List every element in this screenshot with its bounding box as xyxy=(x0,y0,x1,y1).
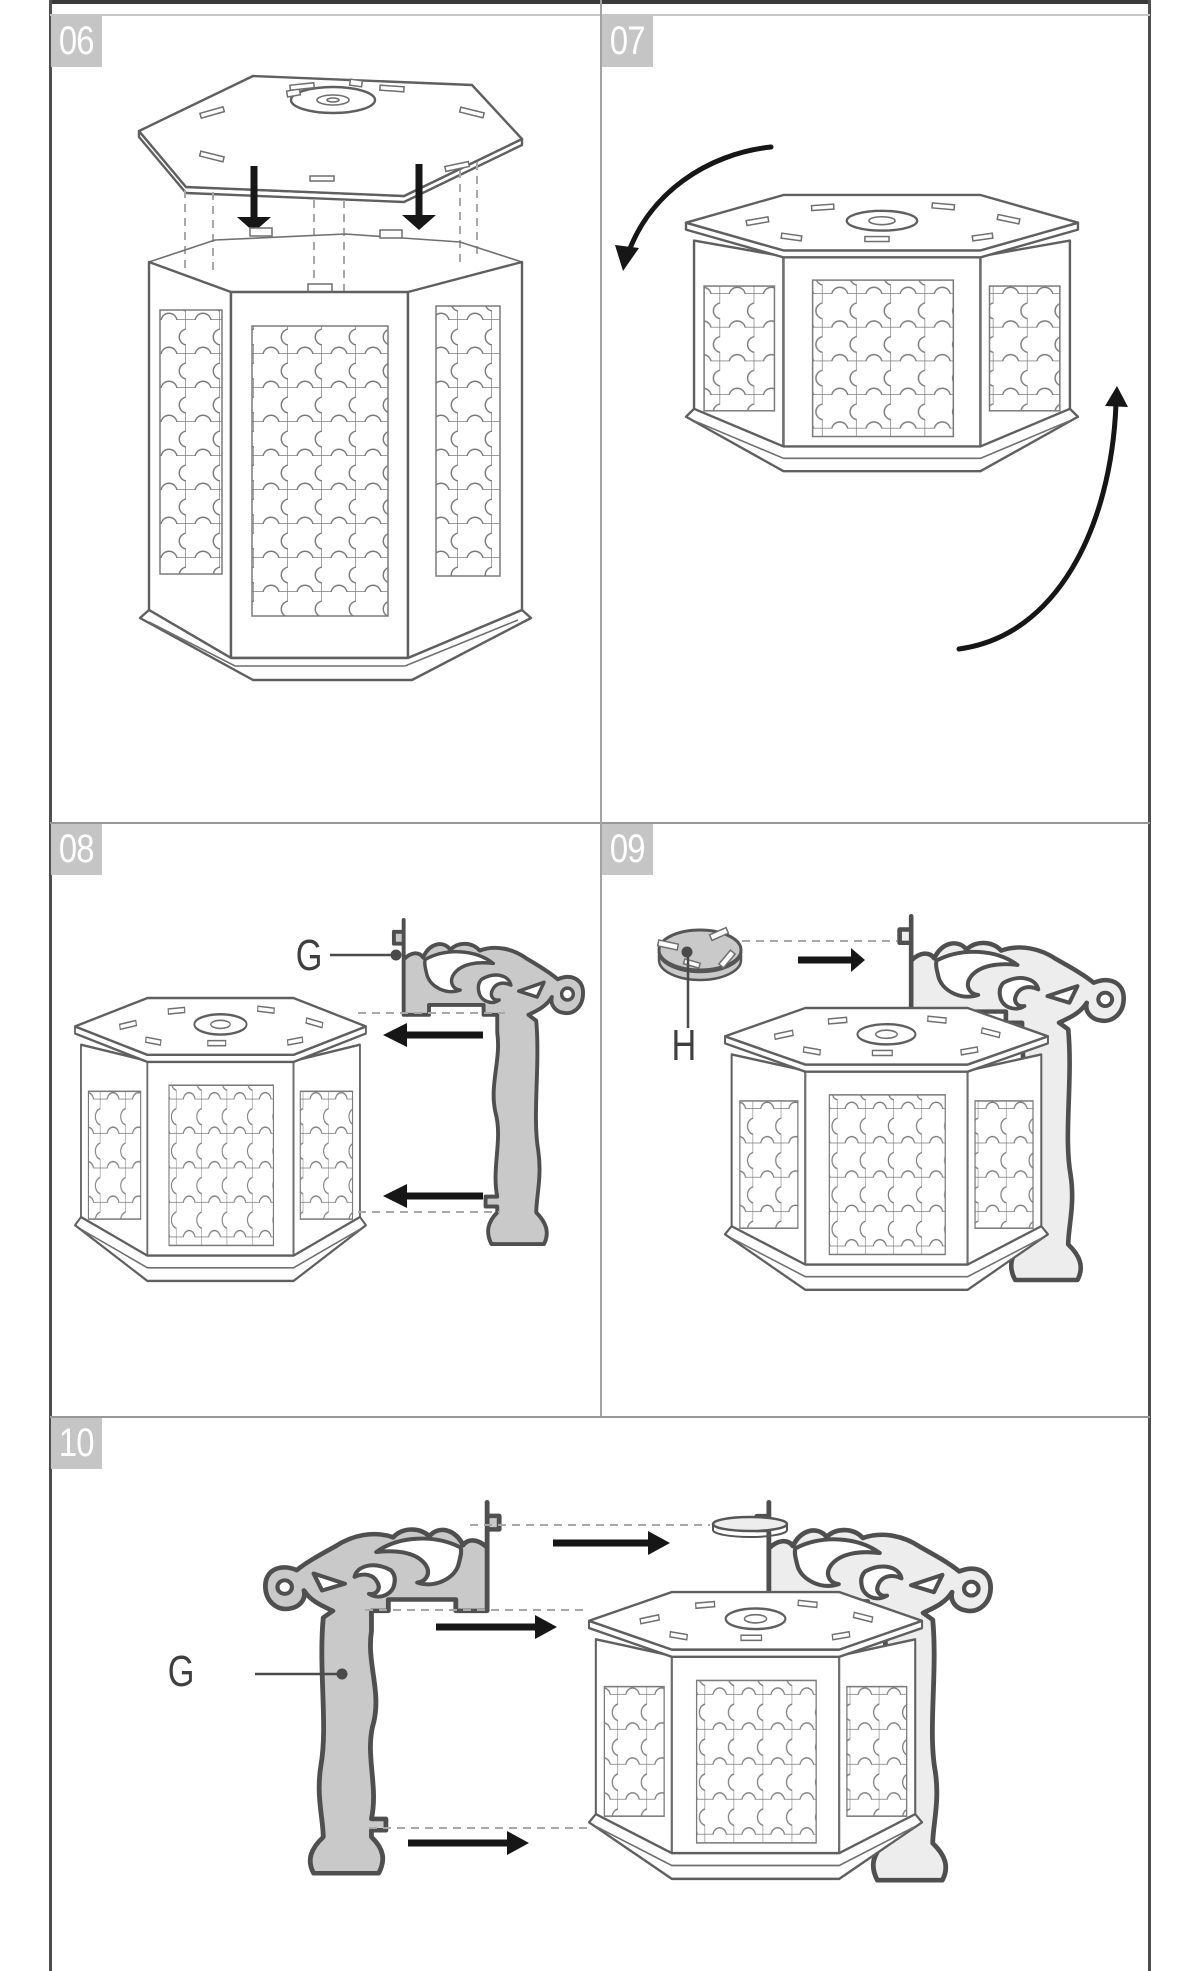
right-arrow-icon xyxy=(408,1831,529,1855)
right-arrow-icon xyxy=(553,1531,670,1555)
step-08-drawing xyxy=(73,918,586,1283)
row-divider-2 xyxy=(50,1416,1150,1418)
down-arrow-icon xyxy=(402,164,436,230)
step-07-panel: 07 xyxy=(601,14,1150,822)
step-07-drawing xyxy=(615,144,1128,652)
right-arrow-icon xyxy=(798,948,865,972)
part-g-leader-line xyxy=(330,949,402,961)
hex-lid xyxy=(137,74,524,204)
disc-part-h xyxy=(656,926,743,982)
step-number: 10 xyxy=(59,1421,95,1465)
alignment-dashed-lines xyxy=(358,1012,505,1213)
step-number-badge: 08 xyxy=(51,824,102,875)
alignment-dashed-lines xyxy=(365,1524,710,1829)
assembled-lantern xyxy=(723,1006,1050,1292)
part-label-g: G xyxy=(167,1647,195,1696)
step-09-panel: 09 xyxy=(601,824,1150,1416)
open-puzzle-box xyxy=(138,227,533,682)
column-divider-row1 xyxy=(600,0,602,822)
step-number: 09 xyxy=(610,827,646,871)
step-number-badge: 10 xyxy=(51,1418,102,1469)
step-number-badge: 06 xyxy=(51,16,102,67)
step-number: 07 xyxy=(610,19,646,63)
mounted-disc-h xyxy=(711,1515,789,1538)
down-arrow-icon xyxy=(237,166,271,232)
step-10-drawing xyxy=(255,1418,1150,1971)
bracket-part-g xyxy=(265,1502,499,1873)
step-06-drawing xyxy=(137,74,533,682)
step-10-panel: 10 xyxy=(50,1418,1150,1971)
right-arrow-icon xyxy=(436,1615,557,1639)
assembled-lantern xyxy=(684,193,1080,473)
left-arrow-icon xyxy=(383,1023,483,1047)
assembled-lantern xyxy=(73,996,368,1283)
rotate-ccw-curved-arrow-icon xyxy=(615,144,774,271)
assembled-lantern xyxy=(587,1590,924,1881)
part-g-leader-line xyxy=(255,1668,348,1680)
part-label-h: H xyxy=(671,1021,697,1070)
right-border xyxy=(1148,0,1151,1971)
step-06-panel: 06 xyxy=(50,14,601,822)
step-number-badge: 09 xyxy=(602,824,653,875)
step-09-drawing xyxy=(656,824,1150,1292)
step-08-panel: 08 xyxy=(50,824,601,1416)
left-border xyxy=(49,0,52,1971)
step-number-badge: 07 xyxy=(602,16,653,67)
part-label-g: G xyxy=(295,931,323,980)
rotate-up-curved-arrow-icon xyxy=(956,386,1128,652)
step-number: 06 xyxy=(59,19,95,63)
column-divider-row2 xyxy=(600,822,602,1416)
step-number: 08 xyxy=(59,827,95,871)
left-arrow-icon xyxy=(383,1184,483,1208)
